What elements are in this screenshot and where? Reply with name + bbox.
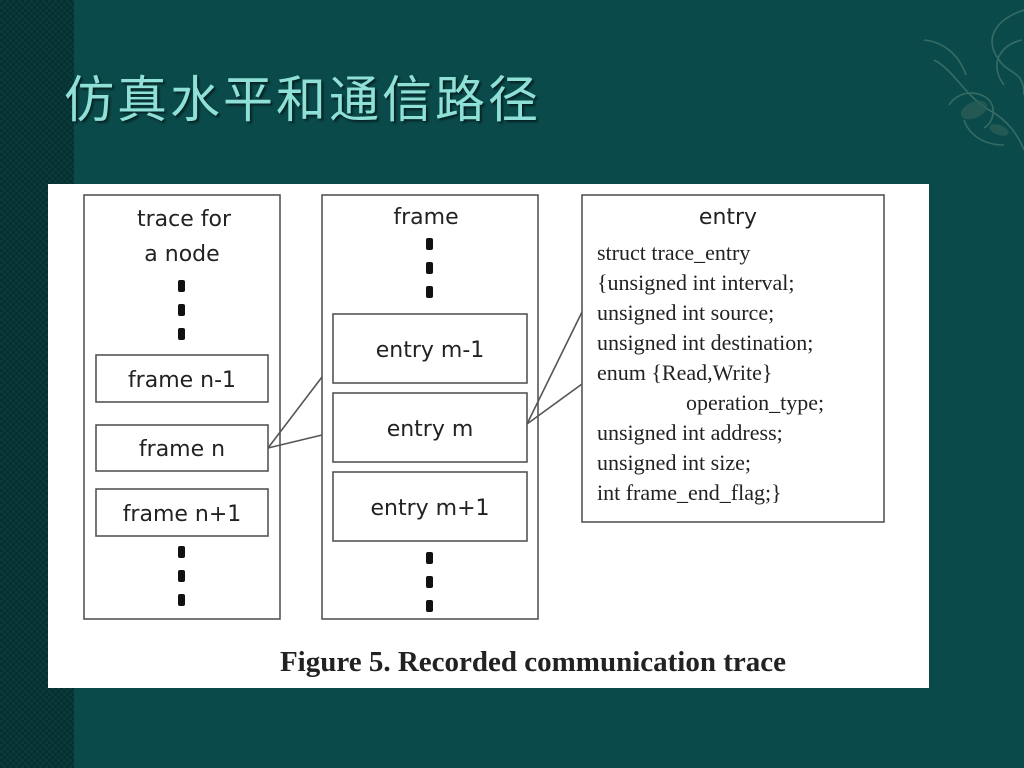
frame-column-header: frame	[393, 205, 458, 230]
entry-label-next: entry m+1	[370, 496, 489, 521]
frame-box-prev	[95, 354, 269, 403]
frame-box-next	[95, 488, 269, 537]
communication-trace-diagram: trace for a node frame n-1 frame n frame…	[83, 194, 885, 678]
code-line: int frame_end_flag;}	[597, 480, 782, 505]
frame-label-next: frame n+1	[123, 502, 242, 527]
entry-label-prev: entry m-1	[376, 338, 485, 363]
trace-column-header-line2: a node	[144, 242, 219, 267]
figure-panel: trace for a node frame n-1 frame n frame…	[48, 184, 929, 688]
code-line: unsigned int address;	[597, 420, 783, 445]
trace-column-top-ellipsis	[178, 280, 185, 340]
entry-callout-lines	[526, 311, 583, 425]
code-line: unsigned int source;	[597, 300, 774, 325]
figure-caption: Figure 5. Recorded communication trace	[280, 646, 786, 678]
code-line: unsigned int destination;	[597, 330, 813, 355]
slide-title: 仿真水平和通信路径	[64, 71, 541, 129]
code-line: unsigned int size;	[597, 450, 751, 475]
corner-ornament-icon	[923, 9, 1024, 151]
entry-box-current	[332, 392, 528, 463]
entry-struct-code: struct trace_entry {unsigned int interva…	[597, 240, 824, 505]
entry-box-prev	[332, 313, 528, 384]
code-line: struct trace_entry	[597, 240, 750, 265]
frame-column-bottom-ellipsis	[426, 552, 433, 612]
entry-definition-box	[581, 194, 885, 523]
entry-definition-header: entry	[699, 205, 757, 230]
entry-box-next	[332, 471, 528, 542]
code-line: operation_type;	[686, 390, 824, 415]
entry-label-current: entry m	[387, 417, 474, 442]
trace-column-header-line1: trace for	[137, 207, 232, 232]
trace-column-bottom-ellipsis	[178, 546, 185, 606]
frame-label-current: frame n	[139, 437, 225, 462]
frame-label-prev: frame n-1	[128, 368, 236, 393]
code-line: enum {Read,Write}	[597, 360, 772, 385]
frame-callout-lines	[267, 376, 323, 449]
code-line: {unsigned int interval;	[597, 270, 795, 295]
frame-column-top-ellipsis	[426, 238, 433, 298]
